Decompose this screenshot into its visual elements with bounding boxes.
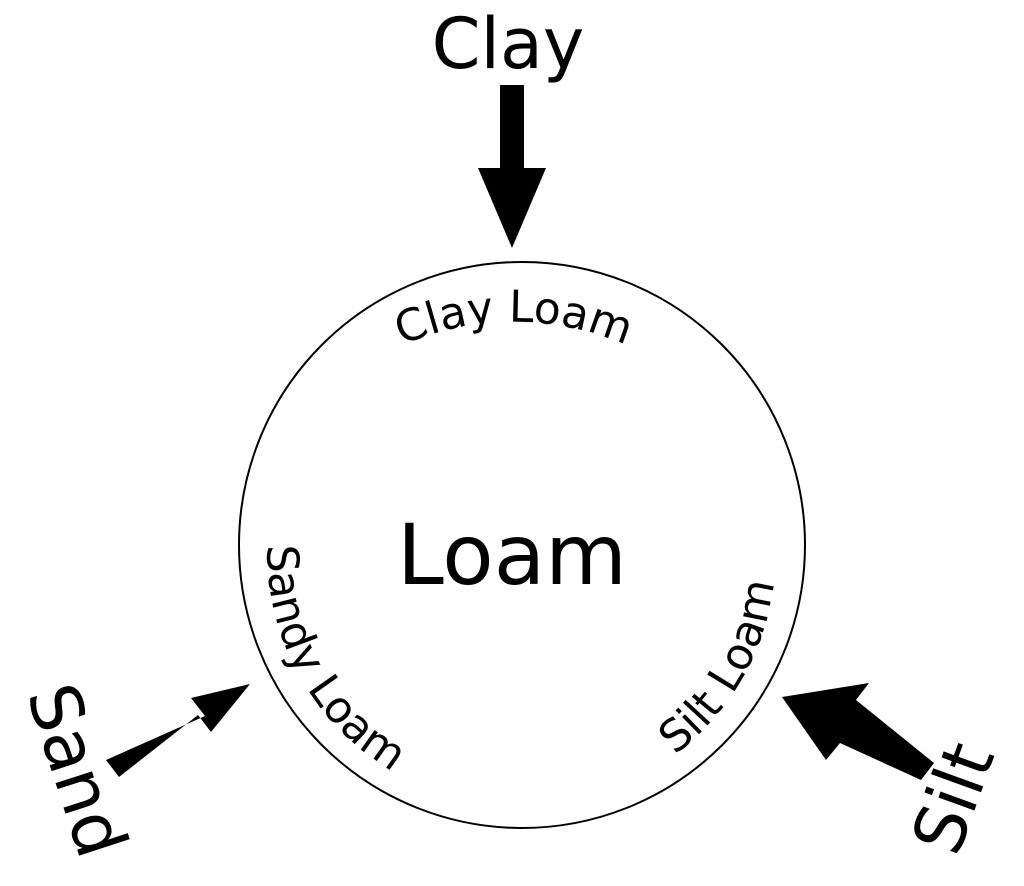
- arc-label-top: Clay Loam: [388, 281, 640, 355]
- center-label: Loam: [397, 506, 627, 604]
- arrow-down-icon: [478, 85, 546, 248]
- arrow-up-right-icon: [106, 684, 250, 777]
- arc-label-right: Silt Loam: [649, 575, 785, 764]
- loam-circle: [238, 261, 806, 829]
- input-label-top: Clay: [432, 3, 585, 85]
- arrow-up-left-icon: [782, 683, 934, 780]
- arc-label-left: Sandy Loam: [256, 544, 416, 781]
